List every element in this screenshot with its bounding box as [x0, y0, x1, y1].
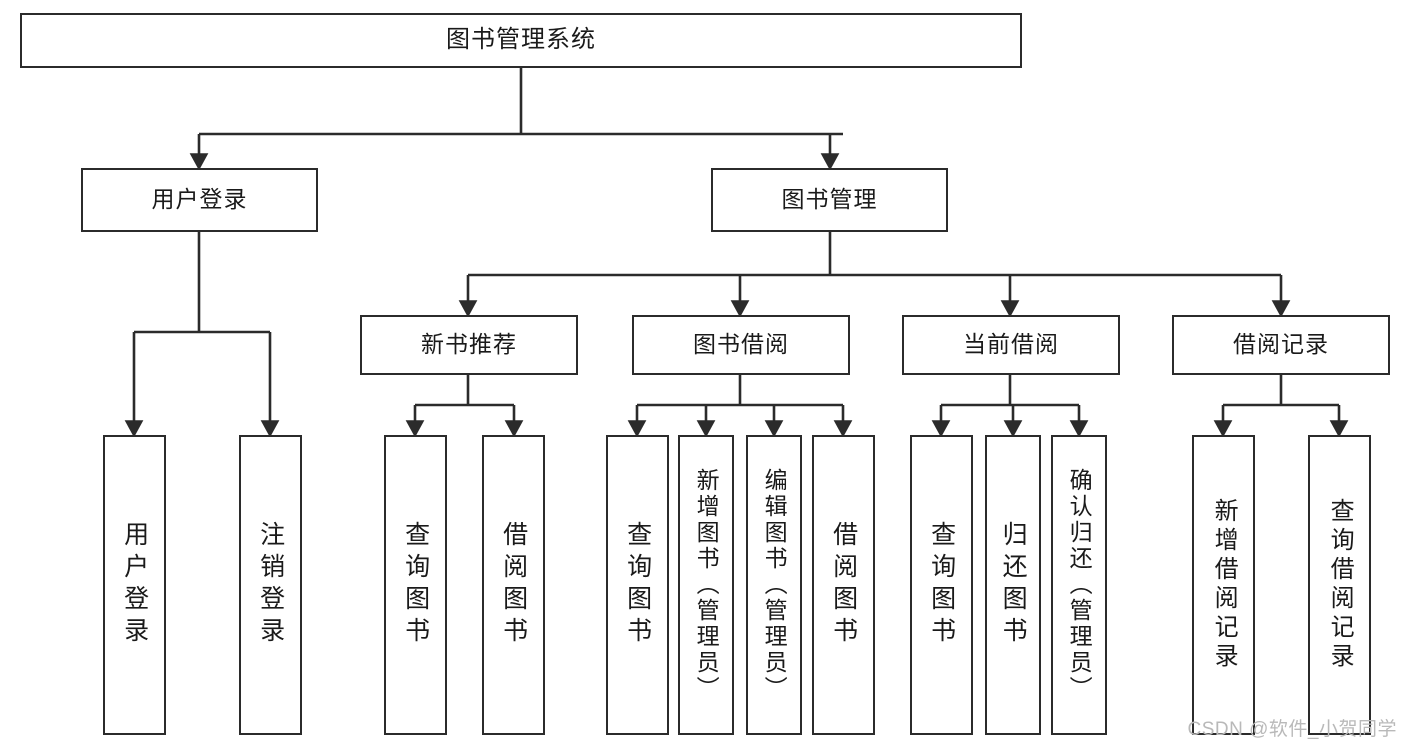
- node-label: 编辑图书（管理员）: [761, 468, 788, 702]
- node-leaf-confirm-return-admin[interactable]: 确认归还（管理员）: [1051, 435, 1107, 735]
- node-leaf-user-login[interactable]: 用户登录: [103, 435, 166, 735]
- node-leaf-query-borrow-record[interactable]: 查询借阅记录: [1308, 435, 1371, 735]
- node-label: 用户登录: [120, 521, 149, 649]
- node-label: 用户登录: [151, 186, 248, 213]
- node-label: 图书借阅: [693, 331, 789, 358]
- node-leaf-borrow-book-borrow[interactable]: 借阅图书: [812, 435, 875, 735]
- node-label: 查询图书: [623, 521, 652, 649]
- node-book-borrow[interactable]: 图书借阅: [632, 315, 850, 375]
- node-root-system[interactable]: 图书管理系统: [20, 13, 1022, 68]
- node-leaf-add-book-admin[interactable]: 新增图书（管理员）: [678, 435, 734, 735]
- node-label: 图书管理系统: [446, 26, 596, 54]
- node-leaf-edit-book-admin[interactable]: 编辑图书（管理员）: [746, 435, 802, 735]
- node-label: 新增图书（管理员）: [693, 468, 720, 702]
- node-leaf-add-borrow-record[interactable]: 新增借阅记录: [1192, 435, 1255, 735]
- node-borrow-record[interactable]: 借阅记录: [1172, 315, 1390, 375]
- node-label: 图书管理: [781, 186, 878, 213]
- node-label: 查询图书: [401, 521, 430, 649]
- node-label: 借阅图书: [499, 521, 528, 649]
- node-leaf-query-book-current[interactable]: 查询图书: [910, 435, 973, 735]
- node-book-manage[interactable]: 图书管理: [711, 168, 948, 232]
- node-leaf-query-book-recommend[interactable]: 查询图书: [384, 435, 447, 735]
- node-label: 当前借阅: [963, 331, 1059, 358]
- node-label: 借阅图书: [829, 521, 858, 649]
- node-label: 归还图书: [999, 521, 1028, 649]
- csdn-watermark: CSDN @软件_小贺同学: [1187, 719, 1397, 740]
- node-label: 新增借阅记录: [1210, 498, 1238, 672]
- node-label: 查询图书: [927, 521, 956, 649]
- node-label: 查询借阅记录: [1326, 498, 1354, 672]
- node-label: 确认归还（管理员）: [1066, 468, 1093, 702]
- node-new-book-recommend[interactable]: 新书推荐: [360, 315, 578, 375]
- node-user-login[interactable]: 用户登录: [81, 168, 318, 232]
- node-leaf-query-book-borrow[interactable]: 查询图书: [606, 435, 669, 735]
- node-leaf-return-book[interactable]: 归还图书: [985, 435, 1041, 735]
- node-label: 新书推荐: [421, 331, 517, 358]
- node-leaf-logout-login[interactable]: 注销登录: [239, 435, 302, 735]
- node-leaf-borrow-book-recommend[interactable]: 借阅图书: [482, 435, 545, 735]
- node-current-borrow[interactable]: 当前借阅: [902, 315, 1120, 375]
- node-label: 借阅记录: [1233, 331, 1329, 358]
- node-label: 注销登录: [256, 521, 285, 649]
